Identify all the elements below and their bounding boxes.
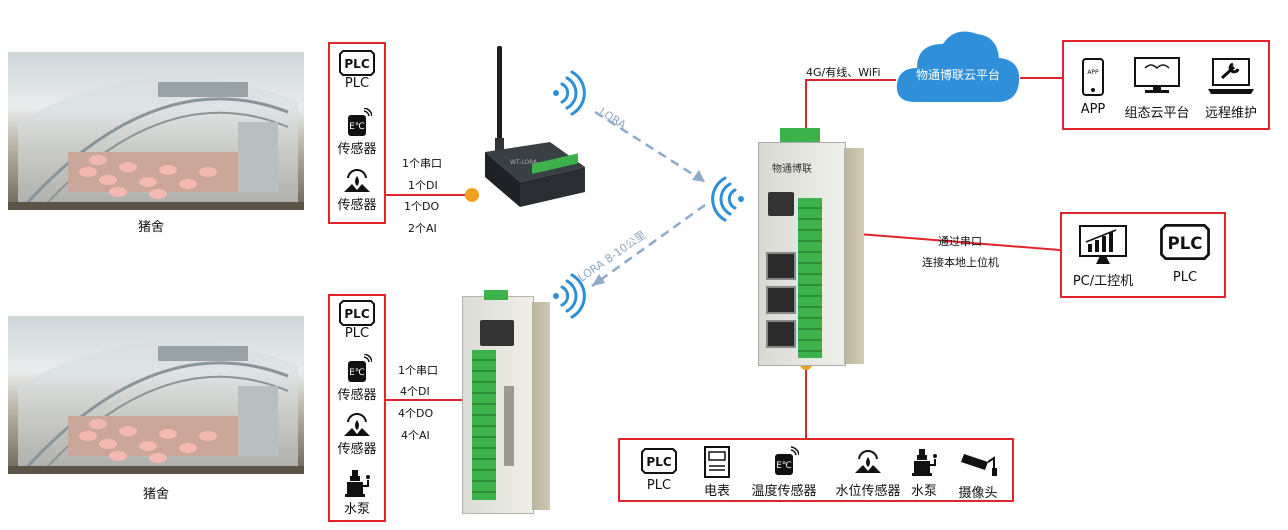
pc-chart-icon bbox=[1079, 225, 1127, 264]
monitor-icon bbox=[1134, 57, 1180, 93]
plc-icon: PLC bbox=[339, 50, 375, 76]
svg-text:PLC: PLC bbox=[1168, 234, 1203, 253]
phone-icon: APP bbox=[1082, 58, 1104, 96]
sensor-icon: E℃ bbox=[348, 354, 372, 382]
farm-devices-box-top: PLC PLC E℃ 传感器 传感器 bbox=[328, 42, 386, 224]
svg-text:E℃: E℃ bbox=[349, 368, 365, 378]
device-water-level: 传感器 bbox=[330, 168, 384, 213]
device-pump: 水泵 bbox=[330, 468, 384, 517]
service-app: APP APP bbox=[1072, 58, 1114, 117]
field-device-plc: PLC PLC bbox=[632, 448, 686, 493]
cloud-services-box: APP APP 组态云平台 远程维护 bbox=[1062, 40, 1270, 130]
host-plc: PLC PLC bbox=[1152, 224, 1218, 285]
farm-caption: 猪舍 bbox=[138, 220, 165, 235]
device-water-level: 传感器 bbox=[330, 412, 384, 457]
sensor-icon: E℃ bbox=[775, 446, 799, 475]
gateway-brand-label: 物通博联 bbox=[772, 164, 812, 175]
water-level-icon bbox=[344, 412, 370, 436]
cloud-icon bbox=[896, 31, 1020, 103]
farm-devices-box-bottom: PLC PLC E℃ 传感器 传感器 水泵 bbox=[328, 294, 386, 522]
svg-text:APP: APP bbox=[1087, 69, 1099, 76]
svg-text:PLC: PLC bbox=[344, 307, 369, 321]
field-device-water-level-sensor: 水位传感器 bbox=[828, 448, 908, 499]
pig-farm-image bbox=[8, 52, 304, 210]
port-label: 1个串口 bbox=[398, 364, 438, 377]
field-device-camera: 摄像头 bbox=[950, 448, 1006, 501]
device-sensor: E℃ 传感器 bbox=[330, 108, 384, 157]
port-label: 2个AI bbox=[408, 222, 437, 235]
greenhouse-illustration bbox=[8, 340, 304, 474]
ethernet-port bbox=[766, 252, 796, 280]
plc-icon: PLC bbox=[339, 300, 375, 326]
pump-icon bbox=[912, 449, 937, 476]
port-label: 4个AI bbox=[401, 429, 430, 442]
serial-label-line1: 通过串口 bbox=[938, 235, 982, 248]
port-label: 1个DO bbox=[404, 200, 440, 213]
svg-text:PLC: PLC bbox=[344, 57, 369, 71]
device-sensor: E℃ 传感器 bbox=[330, 354, 384, 403]
camera-icon bbox=[961, 454, 997, 476]
meter-icon bbox=[704, 446, 730, 478]
port-label: 4个DI bbox=[400, 385, 430, 398]
iot-gateway: 物通博联 bbox=[758, 128, 864, 366]
wifi-signal-icon bbox=[553, 70, 586, 116]
ethernet-port bbox=[766, 286, 796, 314]
laptop-wrench-icon bbox=[1208, 58, 1254, 94]
field-device-meter: 电表 bbox=[692, 446, 742, 499]
pig-farm-image bbox=[8, 316, 304, 474]
field-devices-box: PLC PLC 电表 E℃ 温度传感器 水位传感器 水泵 摄像头 bbox=[618, 438, 1014, 502]
lora-io-module bbox=[462, 290, 550, 514]
port-label: 4个DO bbox=[398, 407, 434, 420]
device-plc: PLC PLC bbox=[330, 50, 384, 91]
service-scada: 组态云平台 bbox=[1122, 56, 1192, 121]
sensor-icon: E℃ bbox=[348, 108, 372, 136]
port-label: 1个串口 bbox=[402, 157, 442, 170]
greenhouse-illustration bbox=[8, 76, 304, 210]
device-plc: PLC PLC bbox=[330, 300, 384, 341]
host-pc: PC/工控机 bbox=[1066, 224, 1140, 289]
lora-terminal-device: WT-LORA bbox=[485, 46, 585, 207]
water-level-icon bbox=[855, 449, 881, 473]
farm-caption: 猪舍 bbox=[143, 487, 170, 502]
port-label: 1个DI bbox=[408, 179, 438, 192]
cloud-platform: 物通博联云平台 bbox=[893, 22, 1023, 110]
network-label: 4G/有线、WiFi bbox=[806, 66, 881, 79]
water-level-icon bbox=[344, 168, 370, 192]
svg-text:E℃: E℃ bbox=[349, 122, 365, 132]
serial-label-line2: 连接本地上位机 bbox=[922, 256, 999, 269]
ethernet-port bbox=[766, 320, 796, 348]
local-hosts-box: PC/工控机 PLC PLC bbox=[1060, 212, 1226, 298]
plc-icon: PLC bbox=[1160, 224, 1210, 260]
pump-icon bbox=[345, 470, 370, 497]
cloud-label: 物通博联云平台 bbox=[915, 68, 1000, 82]
service-remote-maintenance: 远程维护 bbox=[1198, 56, 1264, 121]
field-device-pump: 水泵 bbox=[904, 446, 944, 499]
field-device-temperature-sensor: E℃ 温度传感器 bbox=[744, 446, 824, 499]
wifi-signal-icon bbox=[711, 176, 744, 222]
wifi-signal-icon bbox=[553, 273, 586, 319]
plc-icon: PLC bbox=[641, 448, 677, 474]
svg-text:E℃: E℃ bbox=[776, 461, 792, 471]
svg-text:PLC: PLC bbox=[646, 455, 671, 469]
svg-text:WT-LORA: WT-LORA bbox=[510, 159, 538, 166]
